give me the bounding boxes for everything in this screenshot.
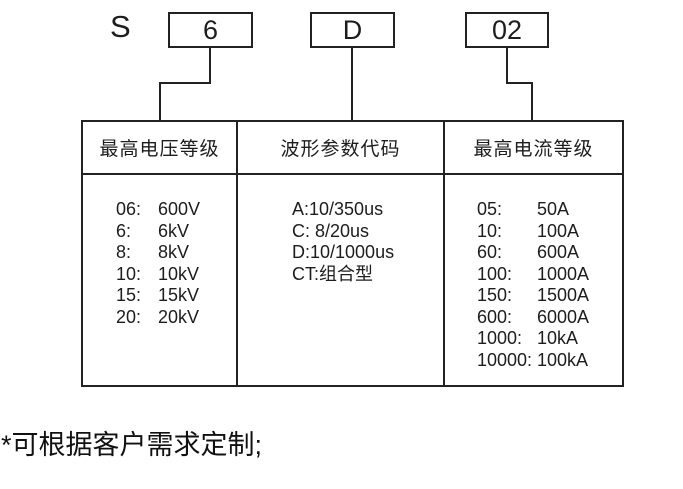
model-prefix: S — [110, 9, 131, 44]
column-waveform-body: A:10/350us C: 8/20us D:10/1000us CT:组合型 — [238, 175, 443, 285]
code-box-waveform: D — [310, 12, 395, 48]
column-voltage-body: 06: 600V 6: 6kV 8: 8kV 10: 10kV — [83, 175, 236, 328]
row-code: 10: — [477, 220, 503, 241]
code-box-voltage: 6 — [168, 12, 253, 48]
row-value: 10/350us — [309, 199, 384, 219]
row-code: 150: — [477, 285, 513, 305]
table-row: 20: 20kV — [116, 307, 236, 329]
row-code: 06: — [116, 199, 142, 219]
connector-current-horizontal — [506, 82, 533, 84]
row-value: 8/20us — [310, 220, 370, 241]
row-value: 50A — [537, 199, 570, 219]
column-current: 最高电流等级 05: 50A 10: 100A 60: 600A — [445, 122, 622, 385]
table-row: 15: 15kV — [116, 285, 236, 307]
connector-current-vertical-bottom — [531, 82, 533, 121]
table-row: 100: 1000A — [477, 264, 622, 286]
row-code: C: — [292, 220, 310, 241]
code-box-current-value: 02 — [491, 14, 523, 45]
row-code: 20: — [116, 306, 142, 327]
row-code: D: — [292, 242, 310, 262]
column-current-header: 最高电流等级 — [445, 122, 622, 175]
row-value: 组合型 — [319, 263, 373, 284]
row-code: 100: — [477, 263, 513, 284]
table-row: 05: 50A — [477, 199, 622, 221]
row-value: 1500A — [537, 285, 590, 305]
row-value: 1000A — [537, 263, 590, 284]
column-waveform: 波形参数代码 A:10/350us C: 8/20us D:10/1000us — [238, 122, 445, 385]
row-value: 600A — [537, 242, 580, 262]
row-value: 8kV — [158, 242, 190, 262]
row-code: 8: — [116, 242, 132, 262]
table-row: 10000:100kA — [477, 350, 622, 372]
row-value: 15kV — [158, 285, 200, 305]
table-row: CT:组合型 — [292, 264, 443, 286]
row-code: 6: — [116, 220, 132, 241]
table-row: 06: 600V — [116, 199, 236, 221]
code-legend-table: 最高电压等级 06: 600V 6: 6kV 8: 8kV — [81, 120, 624, 387]
connector-voltage-vertical-bottom — [159, 82, 161, 121]
row-code: 60: — [477, 242, 503, 262]
row-code: 1000: — [477, 328, 523, 348]
row-value: 6000A — [537, 306, 590, 327]
table-row: A:10/350us — [292, 199, 443, 221]
row-code: 15: — [116, 285, 142, 305]
connector-current-vertical-top — [506, 46, 508, 84]
connector-voltage-horizontal — [159, 82, 211, 84]
row-value: 100A — [537, 220, 580, 241]
connector-voltage-vertical-top — [209, 47, 211, 84]
code-box-voltage-value: 6 — [202, 14, 219, 45]
row-value: 20kV — [158, 306, 200, 327]
row-code: 600: — [477, 306, 513, 327]
row-value: 10/1000us — [310, 242, 395, 262]
column-current-body: 05: 50A 10: 100A 60: 600A 100: 1000A — [445, 175, 622, 371]
row-code: A: — [292, 199, 310, 219]
row-code: 10000: — [477, 349, 533, 370]
column-voltage-header: 最高电压等级 — [83, 122, 236, 175]
row-value: 100kA — [537, 349, 589, 370]
row-value: 600V — [158, 199, 201, 219]
code-box-current: 02 — [465, 12, 549, 48]
column-voltage: 最高电压等级 06: 600V 6: 6kV 8: 8kV — [83, 122, 238, 385]
code-box-waveform-value: D — [342, 14, 363, 45]
row-code: CT: — [292, 263, 319, 284]
table-row: C: 8/20us — [292, 221, 443, 243]
table-row: 60: 600A — [477, 242, 622, 264]
table-row: 150: 1500A — [477, 285, 622, 307]
row-value: 10kV — [158, 263, 200, 284]
row-code: 05: — [477, 199, 503, 219]
row-code: 10: — [116, 263, 142, 284]
row-value: 6kV — [158, 220, 190, 241]
connector-waveform-vertical — [351, 47, 353, 121]
table-row: 600: 6000A — [477, 307, 622, 329]
table-row: D:10/1000us — [292, 242, 443, 264]
table-row: 10: 10kV — [116, 264, 236, 286]
table-row: 10: 100A — [477, 221, 622, 243]
table-row: 6: 6kV — [116, 221, 236, 243]
table-row: 8: 8kV — [116, 242, 236, 264]
footnote: *可根据客户需求定制; — [1, 430, 263, 460]
column-waveform-header: 波形参数代码 — [238, 122, 443, 175]
row-value: 10kA — [537, 328, 579, 348]
table-row: 1000: 10kA — [477, 328, 622, 350]
